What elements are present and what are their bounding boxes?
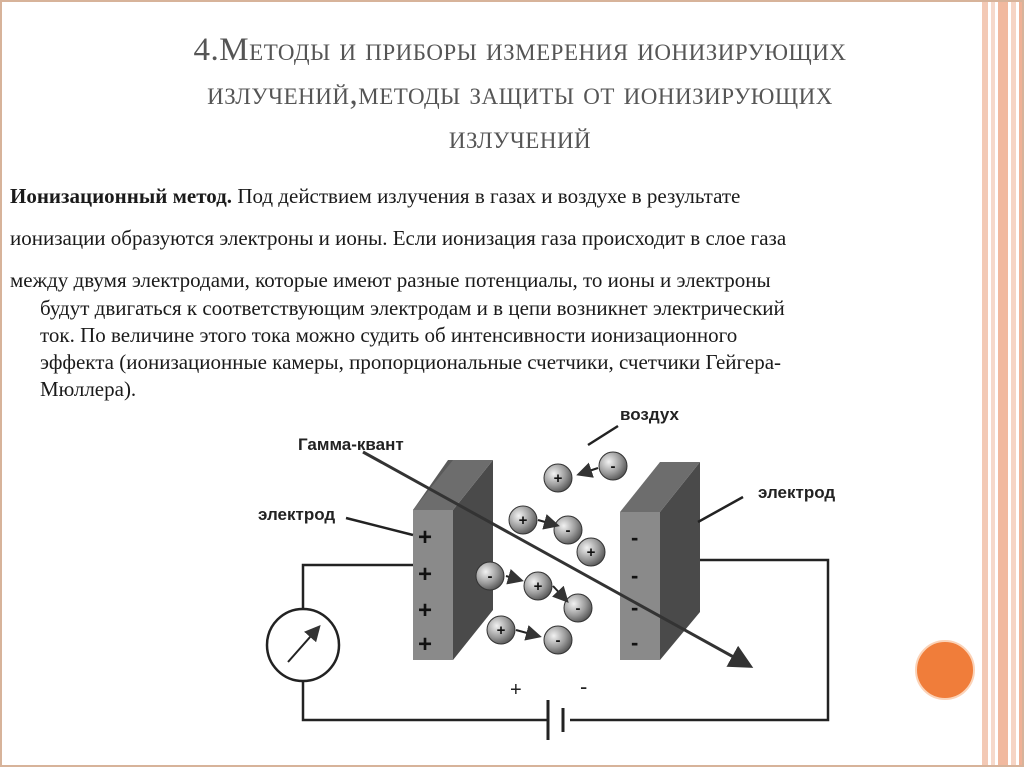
ion-plus: + — [486, 615, 516, 645]
battery-plus-label: + — [510, 679, 522, 701]
paragraph-line-4: будут двигаться к соответствующим электр… — [40, 296, 785, 320]
ion-plus: + — [523, 571, 553, 601]
minus-sign: - — [631, 525, 638, 550]
ion-minus: - — [598, 451, 628, 481]
minus-sign: - — [631, 595, 638, 620]
svg-text:-: - — [566, 522, 571, 539]
svg-text:+: + — [554, 470, 563, 487]
line-1-rest: Под действием излучения в газах и воздух… — [232, 184, 741, 208]
ion-motion-arrows — [505, 462, 599, 641]
bold-lead: Ионизационный метод. — [10, 184, 233, 208]
gamma-quantum-label: Гамма-квант — [298, 435, 404, 454]
svg-text:-: - — [611, 458, 616, 475]
ion-minus: - — [553, 515, 583, 545]
paragraph-line-2: ионизации образуются электроны и ионы. Е… — [10, 226, 787, 250]
svg-text:-: - — [488, 568, 493, 585]
plus-sign: + — [418, 631, 432, 658]
plus-sign: + — [418, 524, 432, 551]
title-line-1: 4.Методы и приборы измерения ионизирующи… — [193, 32, 847, 68]
slide-body: Ионизационный метод. Под действием излуч… — [10, 175, 970, 403]
ion-minus: - — [475, 561, 505, 591]
label-leaders — [345, 424, 744, 537]
gamma-ray-arrow — [362, 450, 754, 668]
paragraph-lead: Ионизационный метод. Под действием излуч… — [10, 175, 970, 217]
decorative-orange-circle — [915, 640, 975, 700]
paragraph-line-7: Мюллера). — [40, 377, 137, 401]
plus-sign: + — [418, 561, 432, 588]
svg-text:+: + — [587, 544, 596, 561]
circuit-wires — [301, 558, 830, 722]
left-electrode-plate — [413, 460, 493, 660]
right-electrode-plate — [620, 462, 700, 660]
plus-sign: + — [418, 597, 432, 624]
svg-text:+: + — [534, 578, 543, 595]
minus-sign: - — [631, 563, 638, 588]
battery-minus-label: - — [580, 674, 587, 699]
svg-text:+: + — [519, 512, 528, 529]
title-line-3: излучений — [448, 120, 592, 156]
ion-minus: - — [563, 593, 593, 623]
left-plate-signs: + + + + — [418, 524, 432, 658]
ions: + - + - + - + - + - — [475, 451, 628, 655]
svg-text:+: + — [497, 622, 506, 639]
paragraph-line-3: между двумя электродами, которые имеют р… — [10, 268, 771, 292]
ionization-chamber-diagram: + - + + + + - - - - + - + - + - — [258, 405, 835, 740]
decorative-stripes — [982, 0, 1024, 767]
ion-minus: - — [543, 625, 573, 655]
ion-plus: + — [508, 505, 538, 535]
electrode-right-label: электрод — [758, 483, 835, 502]
paragraph-line-5: ток. По величине этого тока можно судить… — [40, 323, 738, 347]
minus-sign: - — [631, 630, 638, 655]
ion-plus: + — [576, 537, 606, 567]
svg-text:-: - — [576, 600, 581, 617]
battery — [546, 700, 565, 740]
svg-text:-: - — [556, 632, 561, 649]
slide-title: 4.Методы и приборы измерения ионизирующи… — [60, 28, 980, 160]
right-plate-signs: - - - - — [631, 525, 638, 655]
title-line-2: излучений,методы защиты от ионизирующих — [207, 76, 833, 112]
ammeter-icon — [265, 607, 341, 683]
paragraph-line-6: эффекта (ионизационные камеры, пропорцио… — [40, 350, 782, 374]
ion-plus: + — [543, 463, 573, 493]
electrode-left-label: электрод — [258, 505, 335, 524]
air-label: воздух — [620, 405, 679, 424]
